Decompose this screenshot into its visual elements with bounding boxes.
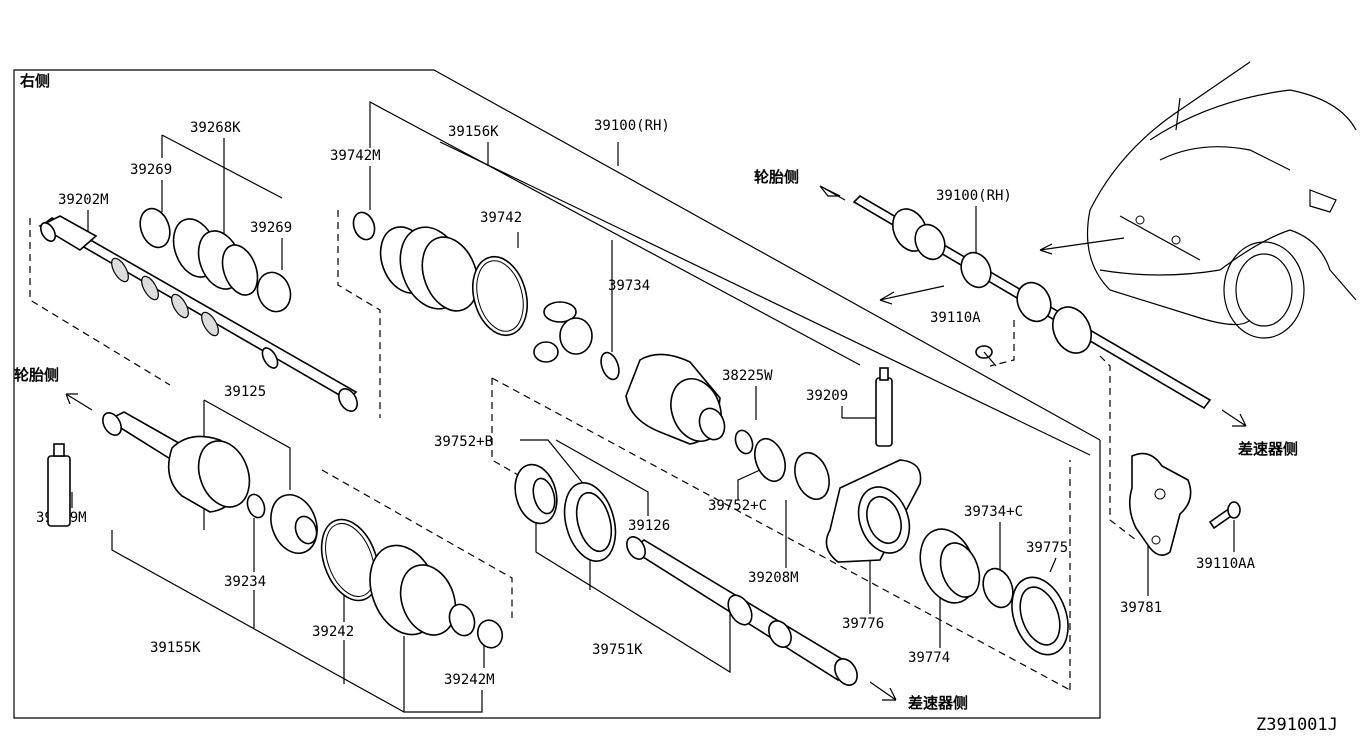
diagram-frame (13, 69, 1101, 719)
header-label: 右侧 (20, 72, 50, 90)
seal-39775 (1011, 576, 1069, 656)
label-39752B: 39752+B (434, 434, 493, 450)
dash-box-boot-top (337, 210, 381, 418)
label-39100RH-b: 39100(RH) (936, 188, 1012, 204)
outer-joint-39125 (102, 411, 251, 513)
bolt-39110A (975, 345, 997, 367)
bearing-39774 (919, 528, 981, 604)
bearing-bracket-39776 (825, 459, 922, 563)
guide-long-diag (439, 141, 1091, 456)
label-39234: 39234 (224, 574, 266, 590)
label-39126: 39126 (628, 518, 670, 534)
boot-39268K (139, 207, 292, 313)
direction-diff-side-right: 差速器侧 (1238, 440, 1298, 458)
intermediate-shaft-39751K (626, 536, 858, 686)
arrow-tire-side-left (65, 393, 93, 411)
arrow-tire-side-upper (819, 185, 846, 201)
support-bracket-39781 (1128, 452, 1192, 556)
dash-box-lower-boot (321, 469, 513, 618)
label-39208M: 39208M (748, 570, 799, 586)
label-39110AA: 39110AA (1196, 556, 1256, 572)
direction-tire-side-upper: 轮胎侧 (754, 168, 799, 186)
label-39125: 39125 (224, 384, 266, 400)
assembled-driveshaft (852, 194, 1212, 410)
dash-diag-bearing (491, 377, 1071, 691)
label-38225W: 38225W (722, 368, 773, 384)
label-39242M: 39242M (444, 672, 495, 688)
label-39774: 39774 (908, 650, 950, 666)
housing-39126 (625, 353, 726, 445)
boot-lower (320, 518, 504, 649)
bottle-39209M (47, 443, 71, 527)
label-39775: 39775 (1026, 540, 1068, 556)
circlip-39234 (246, 493, 266, 519)
arrow-diff-side-right (1221, 409, 1247, 427)
label-39269a: 39269 (130, 162, 172, 178)
label-39751K: 39751K (592, 642, 643, 658)
inboard-shaft (38, 215, 358, 412)
spider-joint (533, 301, 620, 381)
guide-39742M (369, 100, 861, 366)
label-39742: 39742 (480, 210, 522, 226)
label-39269b: 39269 (250, 220, 292, 236)
label-39156K: 39156K (448, 124, 499, 140)
label-39734: 39734 (608, 278, 650, 294)
label-39242: 39242 (312, 624, 354, 640)
direction-tire-side-left: 轮胎侧 (14, 366, 59, 384)
label-39781: 39781 (1120, 600, 1162, 616)
label-39155K: 39155K (150, 640, 201, 656)
label-39100RH-a: 39100(RH) (594, 118, 670, 134)
label-39202M: 39202M (58, 192, 109, 208)
direction-diff-side-bottom: 差速器侧 (908, 694, 968, 712)
label-39752C: 39752+C (708, 498, 767, 514)
snap-ring-38225W (734, 429, 754, 455)
label-39268K: 39268K (190, 120, 241, 136)
dash-box-shaft (29, 218, 171, 386)
bottle-39209 (875, 367, 893, 447)
spacer-39752B (514, 463, 617, 562)
bolt-39110AA (1208, 501, 1241, 530)
label-39734C: 39734+C (964, 504, 1023, 520)
figure-code: Z391001J (1256, 715, 1338, 735)
label-39742M: 39742M (330, 148, 381, 164)
arrow-diff-side-bottom (869, 681, 897, 701)
boot-39156K (352, 211, 528, 337)
dash-box-bearing (491, 378, 521, 477)
label-39110A: 39110A (930, 310, 981, 326)
vehicle-outline (1039, 61, 1357, 339)
frame-diagonal-top (433, 69, 1101, 441)
snap-ring-39734C (982, 567, 1014, 609)
label-39776: 39776 (842, 616, 884, 632)
seal-39752C (754, 437, 830, 501)
cage-ball (270, 494, 318, 554)
label-39209: 39209 (806, 388, 848, 404)
